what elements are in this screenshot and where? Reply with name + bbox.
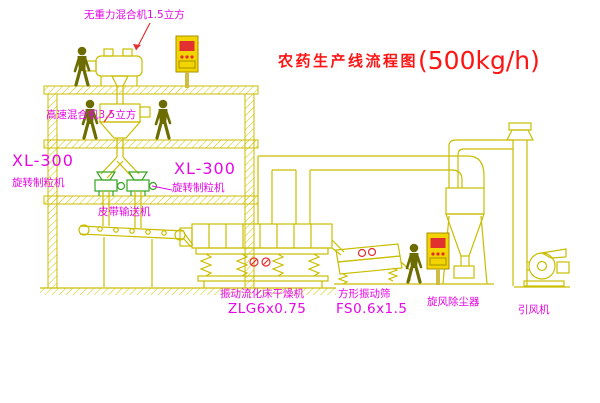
granulator-right (126, 171, 158, 228)
label-cyclone: 旋风除尘器 (427, 296, 480, 308)
building-structure (43, 85, 259, 289)
label-granulator-center-model: XL-300 (174, 159, 236, 178)
vibrating-screen (335, 243, 411, 285)
leader-lines (103, 22, 173, 191)
belt-conveyor (78, 224, 194, 287)
fluid-bed-dryer (179, 223, 345, 288)
label-belt-conveyor: 皮带输送机 (98, 206, 151, 218)
label-fan: 引风机 (518, 304, 550, 316)
person-figure (73, 45, 91, 87)
y-chute (100, 156, 140, 179)
label-dryer-model: ZLG6x0.75 (228, 301, 307, 317)
drawing-title: 农药生产线流程图 (500kg/h) (278, 46, 540, 75)
label-granulator-left-model: XL-300 (12, 151, 74, 170)
label-granulator-center-name: 旋转制粒机 (172, 182, 225, 194)
label-screen-model: FS0.6x1.5 (336, 301, 408, 317)
person-figure (405, 242, 423, 284)
granulator-left (94, 171, 126, 226)
label-dryer-name: 振动流化床干燥机 (220, 288, 304, 300)
control-panel-roof (175, 35, 199, 89)
cyclone-separator (442, 139, 513, 285)
ground-line (40, 283, 570, 295)
induced-draft-fan (523, 248, 570, 287)
label-high-speed-mixer: 高速混合机3.5立方 (46, 109, 137, 121)
control-panel-ground (426, 232, 450, 286)
exhaust-stack (506, 122, 534, 286)
person-figure (154, 98, 172, 140)
gravity-free-mixer (84, 48, 143, 104)
label-granulator-left-name: 旋转制粒机 (12, 177, 65, 189)
exhaust-duct (257, 155, 485, 224)
title-text: 农药生产线流程图 (278, 52, 419, 70)
label-gravity-free-mixer: 无重力混合机1.5立方 (84, 9, 185, 21)
high-speed-mixer (98, 103, 151, 157)
label-screen-name: 方形振动筛 (338, 288, 391, 300)
title-capacity: (500kg/h) (418, 46, 540, 75)
